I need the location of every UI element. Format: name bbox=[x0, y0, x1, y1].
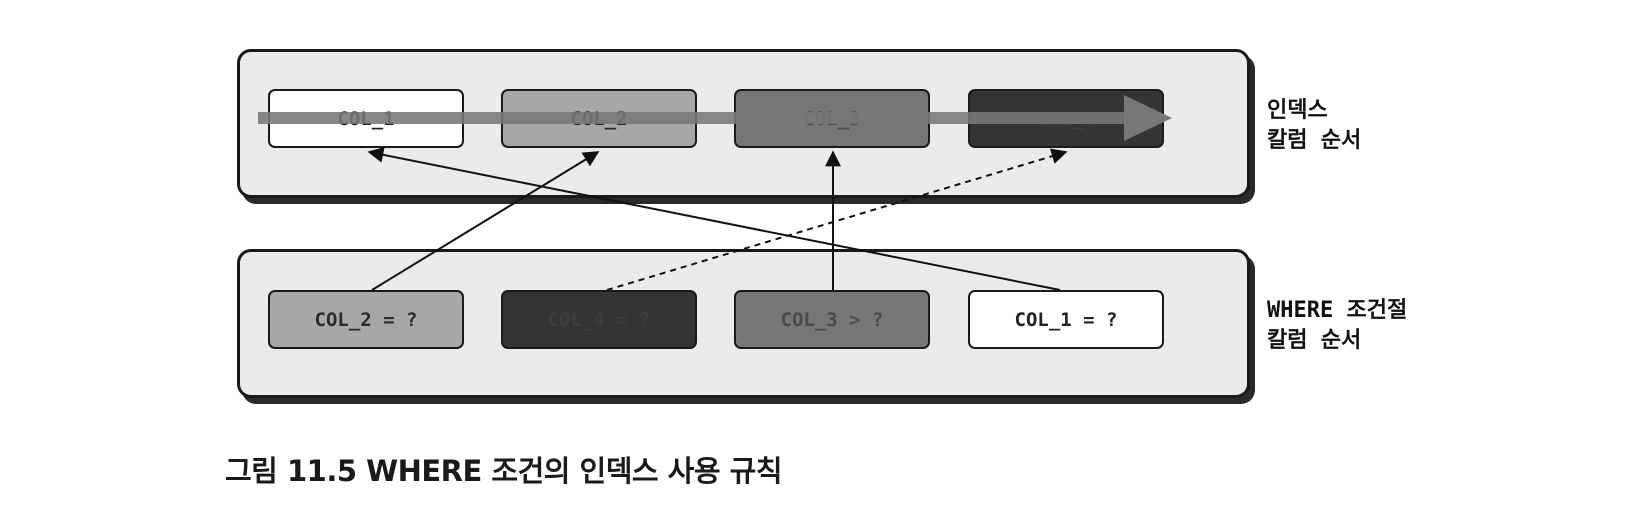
where-condition-col4: COL_4 = ? bbox=[501, 290, 697, 349]
where-label-line-1: WHERE 조건절 bbox=[1267, 298, 1408, 323]
where-label-line-2: 칼럼 순서 bbox=[1267, 328, 1362, 353]
where-condition-col1: COL_1 = ? bbox=[968, 290, 1164, 349]
where-condition-col2: COL_2 = ? bbox=[268, 290, 464, 349]
index-column-col3: COL_3 bbox=[734, 89, 930, 148]
index-label-line-1: 인덱스 bbox=[1267, 98, 1328, 123]
index-column-col4: COL_4 bbox=[968, 89, 1164, 148]
where-column-order-label: WHERE 조건절 칼럼 순서 bbox=[1267, 296, 1407, 356]
index-label-line-2: 칼럼 순서 bbox=[1267, 128, 1362, 153]
where-condition-col3: COL_3 > ? bbox=[734, 290, 930, 349]
index-column-col2: COL_2 bbox=[501, 89, 697, 148]
index-column-order-label: 인덱스 칼럼 순서 bbox=[1267, 96, 1361, 156]
figure-caption: 그림 11.5 WHERE 조건의 인덱스 사용 규칙 bbox=[225, 454, 783, 488]
index-column-col1: COL_1 bbox=[268, 89, 464, 148]
